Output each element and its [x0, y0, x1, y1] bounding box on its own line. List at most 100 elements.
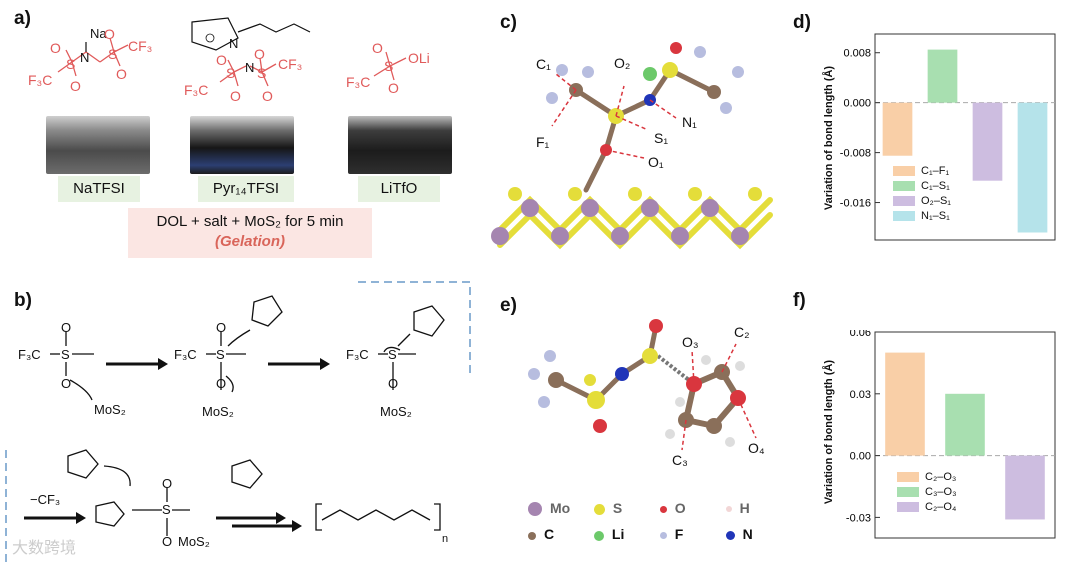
o-label-3: O	[104, 26, 115, 42]
litfo-structure	[373, 51, 407, 81]
mech-o-4: O	[216, 376, 227, 391]
s-label-1: S	[66, 56, 76, 72]
s-label-2: S	[108, 46, 118, 62]
d-ytick-label-3: -0.016	[840, 198, 871, 210]
pyr14tfsi-vial-photo	[190, 116, 294, 174]
n-label-2: N	[245, 60, 255, 75]
atom-n1-label: N₁	[682, 114, 697, 130]
oli-label: OLi	[408, 50, 430, 66]
f-ytick-label-0: 0.06	[850, 330, 871, 339]
panel-label-f: f)	[793, 290, 806, 311]
salt-label-pyr14tfsi: Pyr₁₄TFSI	[198, 176, 294, 202]
legend-mo: Mo	[528, 500, 590, 517]
panel-e-dft-structure	[528, 319, 757, 451]
chart-f-legend: C₂–O₃ C₃–O₃ C₂–O₄	[897, 470, 957, 515]
watermark: 大数跨境	[12, 540, 77, 557]
chart-f-svg: 0.060.030.00-0.03	[846, 330, 1056, 539]
panel-a: Na N S S O O O O CF₃ F₃C N N S S O O O O…	[20, 10, 490, 260]
chart-d-legend-2: O₂–S₁	[893, 194, 951, 209]
mech-mos2-4: MoS₂	[178, 534, 210, 549]
f3c-label: F₃C	[28, 72, 53, 88]
d-bar-1	[927, 49, 958, 103]
f-bar-2	[1005, 455, 1045, 520]
panel-label-d: d)	[793, 12, 811, 33]
f-bar-1	[945, 393, 985, 456]
panel-b: F₃C S O O MoS₂ F₃C S O O MoS₂ F₃C S O Mo…	[0, 280, 495, 568]
salt-label-natfsi: NaTFSI	[58, 176, 140, 202]
nplus-label: N	[229, 36, 239, 51]
atom-c1-label: C₁	[536, 56, 551, 72]
mech-o-1: O	[61, 320, 72, 335]
gelation-note: DOL + salt + MoS₂ for 5 min (Gelation)	[128, 208, 372, 258]
s-label-5: S	[384, 58, 394, 74]
pyr14tfsi-structure	[191, 17, 311, 87]
panel-label-c: c)	[500, 12, 517, 33]
s-label-4: S	[257, 65, 267, 81]
panel-label-b: b)	[14, 290, 32, 311]
o-label-5: O	[216, 52, 227, 68]
mech-mos2-3: MoS₂	[380, 404, 412, 419]
mech-minus-cf3: −CF₃	[30, 492, 61, 507]
atom-o2-label: O₂	[614, 55, 631, 71]
d-bar-2	[972, 102, 1003, 181]
panel-label-e: e)	[500, 295, 517, 316]
cf3-label: CF₃	[128, 38, 153, 54]
chart-d-frame	[874, 33, 1056, 241]
polymer-repeat-n: n	[442, 533, 449, 545]
atom-legend: Mo S O H C Li F N	[528, 500, 778, 542]
f3c-label-3: F₃C	[346, 74, 371, 90]
chart-d-legend-1: C₁–S₁	[893, 179, 951, 194]
chart-f-legend-2: C₂–O₄	[897, 500, 957, 515]
mech-f3c-2: F₃C	[174, 347, 197, 362]
na-label: Na	[90, 26, 107, 41]
chart-f-legend-0: C₂–O₃	[897, 470, 957, 485]
f3c-label-2: F₃C	[184, 82, 209, 98]
atom-s1-label: S₁	[654, 130, 669, 146]
atom-o4-label: O₄	[748, 440, 765, 456]
mech-s-2: S	[216, 347, 225, 362]
legend-s: S	[593, 500, 656, 516]
d-bar-3	[1017, 102, 1048, 233]
mech-o-3: O	[216, 320, 227, 335]
f-bar-0	[885, 352, 925, 456]
atom-c3-label: C₃	[672, 452, 688, 468]
chart-d-legend: C₁–F₁ C₁–S₁ O₂–S₁ N₁–S₁	[893, 164, 951, 224]
atom-f1-label: F₁	[536, 134, 550, 150]
s-label-3: S	[226, 65, 236, 81]
d-ytick-label-2: -0.008	[840, 148, 871, 160]
f-ytick-label-1: 0.03	[850, 389, 871, 401]
litfo-vial-photo	[348, 116, 452, 174]
o-label-2: O	[70, 78, 81, 94]
mech-f3c-3: F₃C	[346, 347, 369, 362]
f-ytick-label-2: 0.00	[850, 451, 871, 463]
o-label-1: O	[50, 40, 61, 56]
legend-f: F	[659, 526, 722, 542]
atom-o3-label: O₃	[682, 334, 699, 350]
atom-o1-label: O₁	[648, 154, 664, 170]
panel-c-dft-structure	[491, 42, 773, 250]
legend-h: H	[725, 500, 776, 516]
mech-o-5: O	[388, 376, 399, 391]
atom-legend-row-1: Mo S O H	[528, 500, 778, 517]
d-bar-0	[882, 102, 913, 156]
n-label: N	[80, 50, 90, 65]
o-label-10: O	[388, 80, 399, 96]
o-label-8: O	[262, 88, 273, 104]
o-label-6: O	[230, 88, 241, 104]
mech-o-7: O	[162, 534, 173, 549]
mech-o-6: O	[162, 476, 173, 491]
natfsi-structure	[57, 37, 129, 77]
mechanism-frames	[5, 281, 471, 566]
chart-f-ticks: 0.060.030.00-0.03	[846, 330, 880, 524]
chart-f-bars	[885, 352, 1045, 520]
mech-s-3: S	[388, 347, 397, 362]
o-label-7: O	[254, 46, 265, 62]
chart-d-legend-3: N₁–S₁	[893, 209, 951, 224]
natfsi-vial-photo	[46, 116, 150, 174]
gelation-emphasis: (Gelation)	[215, 233, 285, 250]
mech-mos2-2: MoS₂	[202, 404, 234, 419]
